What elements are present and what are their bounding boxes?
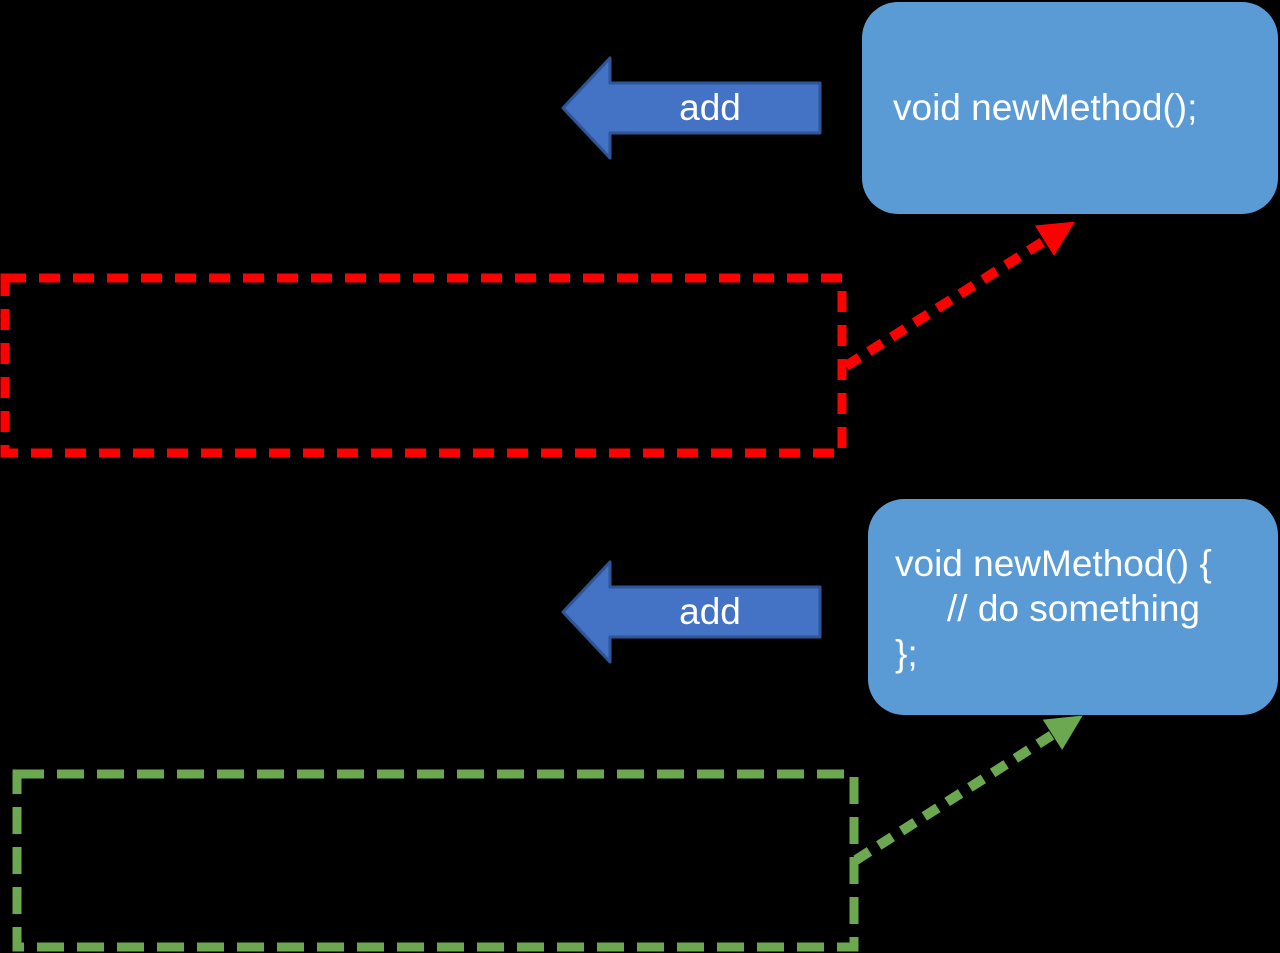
green-dashed-box	[12, 769, 859, 952]
add-block-arrow-bottom	[561, 560, 822, 664]
green-dashed-connector-arrow	[853, 715, 1083, 865]
add-block-arrow-top	[561, 56, 822, 160]
add-arrow-label-top: add	[679, 87, 741, 128]
body-code-line-1: void newMethod() {	[895, 543, 1212, 584]
new-method-declaration-callout: void newMethod();	[862, 2, 1278, 214]
add-arrow-label-bottom: add	[679, 591, 741, 632]
new-method-body-callout: void newMethod() { // do something };	[868, 499, 1278, 715]
declaration-code-text: void newMethod();	[893, 87, 1198, 128]
body-code-line-2: // do something	[947, 588, 1200, 629]
red-dashed-box	[0, 273, 847, 458]
red-dashed-connector-arrow	[843, 221, 1075, 371]
body-code-line-3: };	[895, 633, 918, 674]
